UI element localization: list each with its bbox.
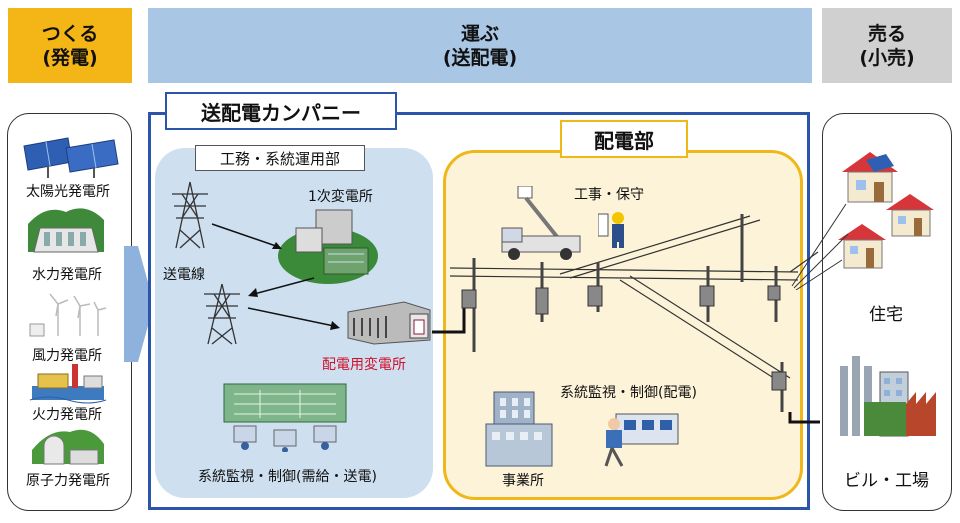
- hydro-dam-icon: [26, 202, 106, 254]
- bucket-truck-icon: [498, 186, 584, 262]
- supply-control-label: 系統監視・制御(需給・送電): [198, 469, 377, 485]
- control-panel-icon: [220, 382, 350, 452]
- substation-icon: [276, 204, 380, 286]
- primary-substation-label: 1次変電所: [308, 189, 373, 205]
- header-generation: つくる (発電): [8, 8, 132, 83]
- distribution-control-label: 系統監視・制御(配電): [560, 385, 697, 401]
- office-building-icon: [484, 384, 554, 468]
- header-transmission-line1: 運ぶ: [460, 22, 499, 45]
- ops-department-title: 工務・系統運用部: [195, 145, 365, 171]
- distribution-department-title: 配電部: [560, 120, 688, 158]
- wind-plant-label: 風力発電所: [32, 348, 102, 364]
- header-retail-line1: 売る: [867, 22, 906, 45]
- arrow-icon: [246, 276, 316, 298]
- solar-plant-label: 太陽光発電所: [26, 184, 110, 200]
- operator-desk-icon: [592, 404, 682, 472]
- house-icon: [836, 150, 936, 276]
- arrow-right-icon: [124, 246, 154, 362]
- solar-panel-icon: [20, 136, 120, 180]
- thermal-plant-icon: [28, 360, 108, 404]
- arrow-icon: [246, 306, 342, 332]
- header-generation-line1: つくる: [41, 22, 99, 45]
- arrow-icon: [210, 222, 284, 252]
- worker-icon: [598, 210, 628, 248]
- wind-turbine-icon: [28, 292, 108, 338]
- transmission-tower-icon: [168, 180, 212, 250]
- header-transmission: 運ぶ (送配電): [148, 8, 812, 83]
- company-title: 送配電カンパニー: [165, 92, 397, 130]
- factory-icon: [836, 346, 940, 438]
- service-wires: [790, 200, 850, 290]
- thermal-plant-label: 火力発電所: [32, 407, 102, 423]
- buildings-label: ビル・工場: [844, 471, 929, 491]
- distribution-lines-icon: [450, 212, 820, 442]
- office-label: 事業所: [502, 473, 544, 489]
- header-retail-line2: (小売): [859, 46, 915, 69]
- transmission-tower-icon: [200, 282, 244, 346]
- homes-label: 住宅: [869, 305, 903, 325]
- hydro-plant-label: 水力発電所: [32, 267, 102, 283]
- nuclear-plant-label: 原子力発電所: [26, 473, 110, 489]
- distribution-substation-icon: [344, 298, 434, 346]
- header-retail: 売る (小売): [822, 8, 952, 83]
- maintenance-label: 工事・保守: [574, 187, 644, 203]
- transmission-line-label: 送電線: [163, 267, 205, 283]
- distribution-substation-label: 配電用変電所: [322, 357, 406, 373]
- header-generation-line2: (発電): [42, 46, 98, 69]
- nuclear-plant-icon: [30, 420, 106, 466]
- header-transmission-line2: (送配電): [442, 46, 518, 69]
